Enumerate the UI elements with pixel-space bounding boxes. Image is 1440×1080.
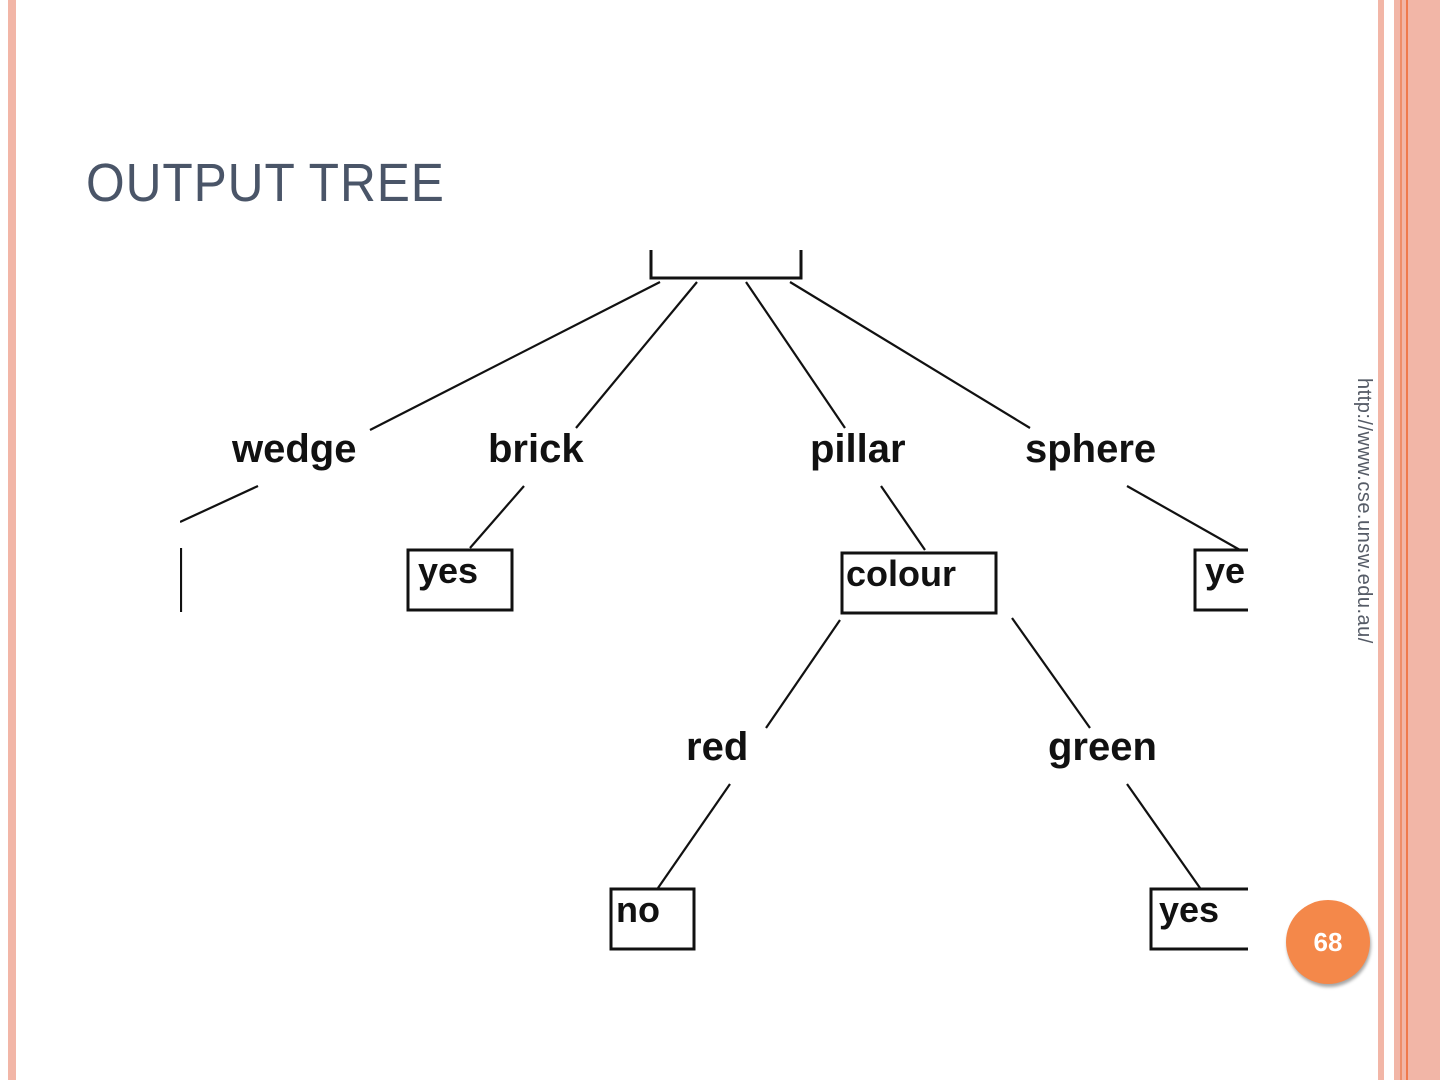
page-number: 68 (1313, 926, 1343, 957)
branch-label-brick: brick (488, 427, 584, 471)
leaf-label-green-yes: yes (1159, 889, 1219, 930)
branch-label-pillar: pillar (810, 427, 906, 471)
leaf-box-green-yes (1149, 887, 1248, 951)
node-label-colour: colour (846, 553, 956, 594)
edge-green-yes (1126, 783, 1201, 889)
leaf-label-red-no: no (616, 889, 660, 930)
slide-title: OUTPUT TREE (86, 153, 445, 213)
edge-brick-yes (469, 485, 525, 549)
edge-root-pillar (745, 281, 846, 429)
edge-colour-red (765, 619, 841, 729)
branch-label-wedge: wedge (231, 427, 356, 471)
page-number-badge: 68 (1286, 900, 1370, 984)
edge-root-sphere (789, 281, 1031, 429)
decision-tree-diagram: wedge brick pillar sphere yes colour ye … (180, 250, 1248, 951)
edge-root-wedge (369, 281, 661, 431)
leaf-box-red-no (609, 887, 696, 951)
edge-red-no (657, 783, 731, 889)
edge-sphere-yes (1126, 485, 1241, 551)
branch-label-green: green (1048, 725, 1157, 769)
branch-label-sphere: sphere (1025, 427, 1156, 471)
leaf-label-sphere-yes: ye (1205, 550, 1245, 591)
right-decoration (1378, 0, 1440, 1080)
left-border (8, 0, 16, 1080)
source-url: http://www.cse.unsw.edu.au/ (1353, 378, 1375, 644)
leaf-box-sphere-yes (1193, 548, 1248, 612)
edge-root-brick (575, 281, 698, 429)
leaf-label-brick-yes: yes (418, 550, 478, 591)
edge-wedge-child (180, 485, 259, 523)
edge-pillar-colour (880, 485, 926, 551)
node-box-colour (840, 551, 998, 615)
leaf-box-brick-yes (406, 548, 514, 612)
edge-colour-green (1011, 617, 1091, 729)
root-node-box (649, 250, 803, 280)
branch-label-red: red (686, 725, 748, 769)
